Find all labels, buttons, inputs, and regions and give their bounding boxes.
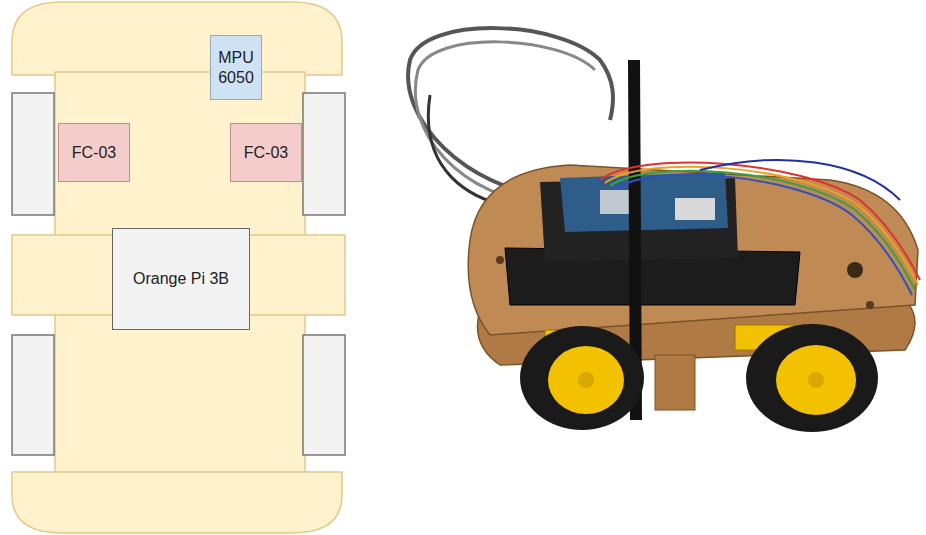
sensor-box: MPU 6050 bbox=[210, 35, 262, 100]
box-label: FC-03 bbox=[244, 143, 288, 162]
wheel-hub bbox=[548, 346, 624, 414]
wheel-hub bbox=[776, 345, 856, 415]
wheel bbox=[303, 335, 345, 455]
wheel bbox=[12, 93, 54, 215]
sensor-box: FC-03 bbox=[58, 123, 130, 182]
wheel bbox=[303, 93, 345, 215]
plate-hole bbox=[866, 301, 874, 309]
chassis-front-cap bbox=[12, 2, 342, 75]
chassis-top-view bbox=[12, 2, 345, 533]
box-label: FC-03 bbox=[72, 143, 116, 162]
board-box: Orange Pi 3B bbox=[112, 228, 250, 330]
box-label: MPU 6050 bbox=[214, 48, 258, 86]
plate-hole bbox=[847, 262, 863, 278]
chassis-bracket bbox=[655, 355, 695, 410]
wire bbox=[700, 160, 900, 200]
plate-hole bbox=[496, 256, 504, 264]
box-label: Orange Pi 3B bbox=[133, 269, 229, 288]
chassis-rear-cap bbox=[12, 472, 342, 533]
sensor-box: FC-03 bbox=[230, 123, 302, 182]
wheel bbox=[12, 335, 54, 455]
board-port bbox=[675, 198, 715, 220]
robot-photo bbox=[408, 28, 920, 432]
board-pcb bbox=[560, 172, 728, 232]
board-chip bbox=[600, 190, 630, 214]
chassis-upper-plate bbox=[468, 165, 918, 335]
wheel-tire bbox=[746, 324, 878, 432]
wheel-axle bbox=[808, 372, 824, 388]
wheel-tire bbox=[520, 326, 644, 430]
wheel-axle bbox=[578, 372, 594, 388]
ribbon-cable bbox=[615, 175, 912, 295]
